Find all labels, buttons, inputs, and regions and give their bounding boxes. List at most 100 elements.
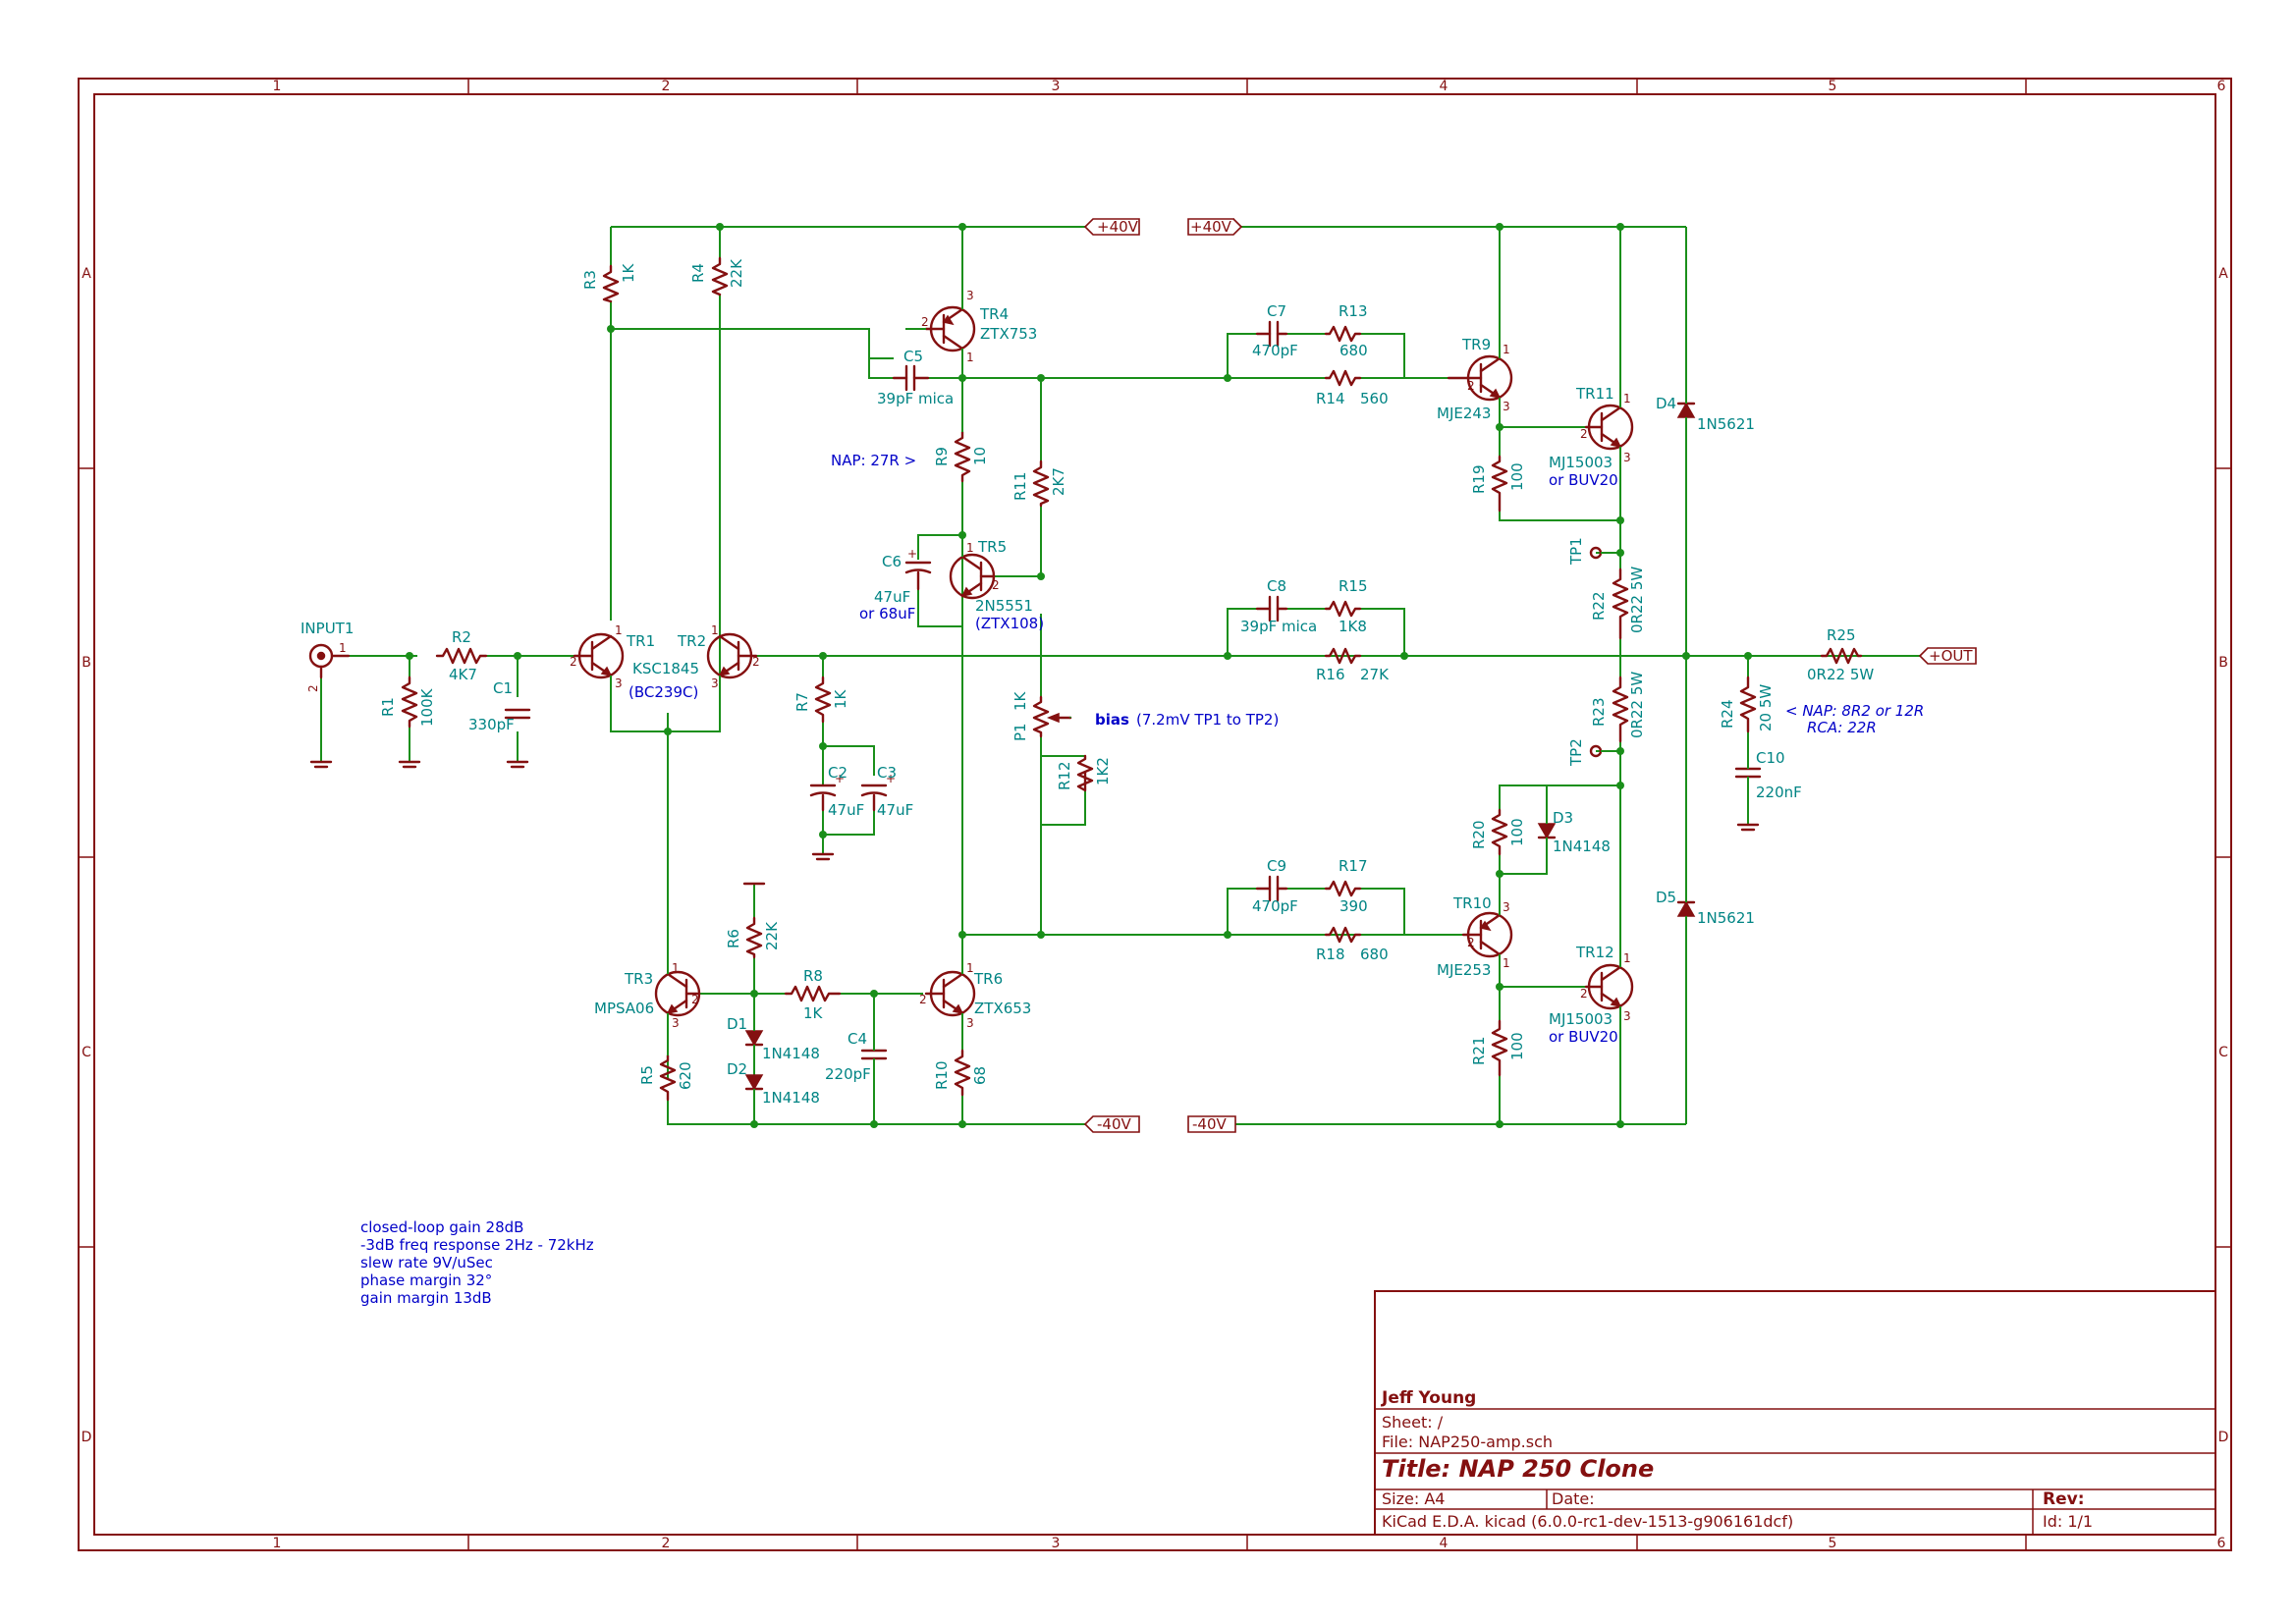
resistor-r8: R8 1K	[784, 967, 842, 1022]
net-label-neg40-right: -40V	[1187, 1115, 1236, 1133]
svg-text:1N4148: 1N4148	[762, 1089, 820, 1107]
title-block-file: File: NAP250-amp.sch	[1382, 1433, 1553, 1451]
svg-text:1K: 1K	[1011, 690, 1029, 711]
svg-text:1K8: 1K8	[1339, 618, 1367, 635]
svg-text:R4: R4	[689, 263, 707, 283]
frame-col-2-bottom: 2	[662, 1536, 671, 1551]
svg-text:C8: C8	[1267, 577, 1286, 595]
svg-text:TR9: TR9	[1461, 336, 1491, 353]
svg-text:TR2: TR2	[677, 632, 706, 650]
svg-text:1: 1	[711, 623, 719, 637]
svg-text:C9: C9	[1267, 857, 1286, 875]
svg-text:47uF: 47uF	[828, 801, 864, 819]
svg-text:680: 680	[1339, 342, 1368, 359]
svg-text:R23: R23	[1590, 697, 1608, 727]
transistor-tr12: TR12 MJ15003 or BUV20 1 2 3	[1549, 944, 1634, 1046]
resistor-r9: R9 10	[933, 430, 989, 483]
resistor-r18: R18 680	[1316, 926, 1389, 963]
sheet-frame: 1 2 3 4 5 6 1 2 3 4 5 6 A B C D A B C D	[78, 78, 2232, 1551]
svg-text:100: 100	[1508, 1032, 1526, 1060]
svg-text:D4: D4	[1656, 395, 1676, 412]
transistor-tr2: TR2 1 2 3	[677, 623, 760, 690]
svg-text:R19: R19	[1470, 464, 1488, 494]
resistor-r15: R15 1K8	[1324, 577, 1368, 635]
svg-text:P1: P1	[1011, 723, 1029, 741]
svg-text:2: 2	[1580, 987, 1588, 1001]
svg-text:or 68uF: or 68uF	[859, 605, 915, 622]
note-rca-r24: RCA: 22R	[1807, 719, 1877, 736]
svg-text:1: 1	[1503, 956, 1510, 970]
svg-text:2: 2	[1467, 379, 1475, 393]
svg-text:-40V: -40V	[1192, 1115, 1227, 1133]
transistor-tr9: TR9 MJE243 1 2 3	[1437, 336, 1513, 422]
svg-text:R10: R10	[933, 1060, 951, 1090]
frame-row-a-right: A	[2218, 266, 2228, 282]
svg-text:3: 3	[1503, 900, 1510, 914]
resistor-r24: R24 20 5W	[1719, 676, 1775, 733]
svg-text:ZTX653: ZTX653	[974, 1000, 1031, 1017]
svg-text:R15: R15	[1339, 577, 1368, 595]
svg-text:3: 3	[1503, 400, 1510, 413]
svg-text:390: 390	[1339, 897, 1368, 915]
svg-text:3: 3	[966, 289, 974, 302]
svg-text:3: 3	[1623, 451, 1631, 464]
net-labels: +40V +40V -40V -40V +OUT	[1083, 218, 1977, 1133]
net-label-pos40-right: +40V	[1187, 218, 1243, 236]
svg-text:2: 2	[691, 993, 699, 1006]
svg-text:R13: R13	[1339, 302, 1368, 320]
resistor-r6: R6 22K	[725, 916, 781, 959]
svg-text:1N4148: 1N4148	[762, 1045, 820, 1062]
svg-text:R22: R22	[1590, 591, 1608, 621]
svg-text:R11: R11	[1011, 471, 1029, 501]
svg-text:C3: C3	[877, 764, 897, 782]
svg-text:560: 560	[1360, 390, 1389, 407]
note-nap-r9: NAP: 27R >	[831, 452, 916, 469]
spec-note-line-5: gain margin 13dB	[360, 1289, 492, 1307]
input-ref: INPUT1	[301, 620, 354, 637]
net-label-neg40-left: -40V	[1083, 1115, 1140, 1133]
svg-text:4K7: 4K7	[449, 666, 477, 683]
title-block-sheet: Sheet: /	[1382, 1413, 1444, 1432]
frame-row-d-right: D	[2218, 1430, 2229, 1445]
svg-text:2: 2	[921, 315, 929, 329]
svg-text:3: 3	[711, 676, 719, 690]
frame-col-1-bottom: 1	[273, 1536, 282, 1551]
resistor-r12: R12 1K2	[1056, 754, 1112, 792]
svg-text:D3: D3	[1553, 809, 1573, 827]
svg-text:(ZTX108): (ZTX108)	[975, 615, 1044, 632]
svg-text:1: 1	[615, 623, 623, 637]
transistor-tr10: TR10 MJE253 3 2 1	[1437, 894, 1513, 979]
svg-text:MPSA06: MPSA06	[594, 1000, 654, 1017]
capacitor-c2: + C2 47uF	[809, 764, 864, 819]
svg-text:D5: D5	[1656, 889, 1676, 906]
junctions	[406, 223, 1752, 1128]
svg-text:100K: 100K	[418, 687, 436, 727]
title-block-tool: KiCad E.D.A. kicad (6.0.0-rc1-dev-1513-g…	[1382, 1512, 1793, 1531]
diode-d2: D2 1N4148	[727, 1060, 820, 1107]
svg-text:2: 2	[752, 655, 760, 669]
svg-text:R17: R17	[1339, 857, 1368, 875]
capacitor-c9: C9 470pF	[1252, 857, 1298, 915]
frame-col-2-top: 2	[662, 79, 671, 94]
svg-text:MJE253: MJE253	[1437, 961, 1491, 979]
svg-text:2: 2	[992, 578, 1000, 592]
svg-text:C6: C6	[882, 553, 902, 570]
frame-col-5-top: 5	[1829, 79, 1837, 94]
transistor-tr4: TR4 ZTX753 3 2 1	[921, 289, 1037, 364]
svg-text:3: 3	[966, 1016, 974, 1030]
input-connector: INPUT1 1 2	[301, 620, 354, 692]
frame-col-1-top: 1	[273, 79, 282, 94]
svg-text:R18: R18	[1316, 946, 1345, 963]
resistor-r17: R17 390	[1324, 857, 1368, 915]
svg-text:68: 68	[971, 1066, 989, 1085]
note-bias-value: (7.2mV TP1 to TP2)	[1136, 711, 1279, 729]
capacitor-c4: C4 220pF	[825, 1030, 888, 1083]
svg-text:3: 3	[615, 676, 623, 690]
svg-text:R14: R14	[1316, 390, 1345, 407]
svg-text:470pF: 470pF	[1252, 897, 1298, 915]
resistor-r5: R5 620	[638, 1054, 694, 1102]
svg-text:D2: D2	[727, 1060, 747, 1078]
svg-text:1: 1	[966, 961, 974, 975]
frame-row-c-left: C	[82, 1045, 91, 1060]
capacitor-c5: C5 39pF mica	[877, 348, 954, 407]
